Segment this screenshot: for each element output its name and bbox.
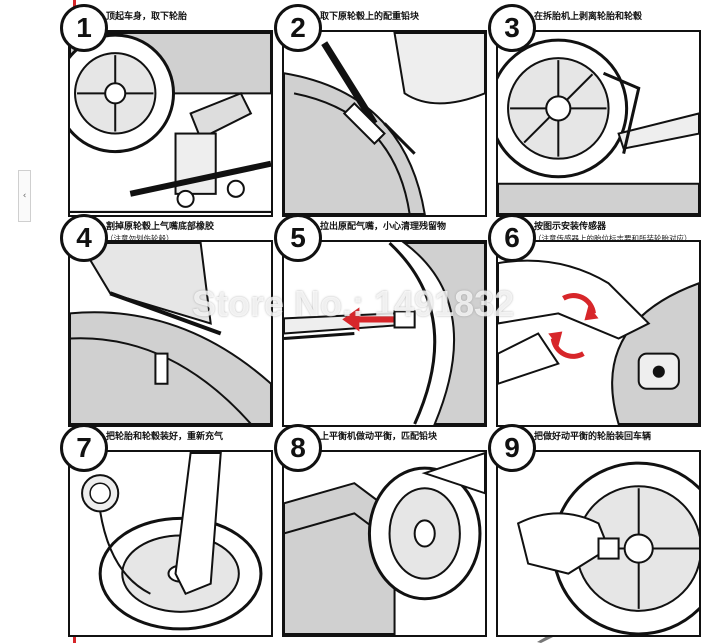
- step-5: 5 拉出原配气嘴，小心清理残留物: [274, 214, 487, 427]
- step-7: 7 把轮胎和轮毂装好，重新充气: [60, 424, 273, 637]
- step-caption: 顶起车身，取下轮胎: [106, 12, 188, 22]
- step-illustration: [68, 240, 273, 427]
- step-number: 5: [274, 214, 322, 262]
- step-subcaption: （注意传感器上的胎位标志要和所装轮胎对应）: [534, 234, 692, 243]
- step-caption: 把轮胎和轮毂装好，重新充气: [106, 432, 224, 442]
- jack-wheel-illustration: [70, 32, 271, 214]
- step-illustration: [282, 240, 487, 427]
- step-number: 6: [488, 214, 536, 262]
- pencil-icon: [537, 635, 553, 643]
- step-number: 9: [488, 424, 536, 472]
- step-number: 2: [274, 4, 322, 52]
- step-caption: 取下原轮毂上的配重铅块: [320, 12, 420, 22]
- step-illustration: [496, 30, 701, 217]
- step-9: 9 把做好动平衡的轮胎装回车辆: [488, 424, 701, 637]
- top-accent-mark: [73, 0, 76, 8]
- wheel-mount-illustration: [498, 453, 699, 635]
- step-subcaption: （注意勿划伤轮毂）: [106, 234, 174, 243]
- step-illustration: [496, 240, 701, 427]
- store-watermark: Store No.: 1491832: [192, 283, 515, 324]
- step-illustration: [68, 450, 273, 637]
- valve-cut-illustration: [70, 242, 271, 425]
- step-caption: 按图示安装传感器: [534, 222, 607, 232]
- step-illustration: [282, 450, 487, 637]
- step-number: 4: [60, 214, 108, 262]
- step-number: 1: [60, 4, 108, 52]
- step-3: 3 在拆胎机上剥离轮胎和轮毂: [488, 4, 701, 217]
- step-illustration: [282, 30, 487, 217]
- step-caption: 拉出原配气嘴，小心清理残留物: [320, 222, 447, 232]
- step-2: 2 取下原轮毂上的配重铅块: [274, 4, 487, 217]
- step-number: 7: [60, 424, 108, 472]
- step-illustration: [496, 450, 701, 637]
- step-caption: 把做好动平衡的轮胎装回车辆: [534, 432, 652, 442]
- step-number: 3: [488, 4, 536, 52]
- step-caption: 在拆胎机上剥离轮胎和轮毂: [534, 12, 643, 22]
- step-illustration: [68, 30, 273, 217]
- inflate-illustration: [70, 452, 271, 634]
- sensor-install-illustration: [498, 243, 699, 425]
- step-caption: 上平衡机做动平衡，匹配铅块: [320, 432, 438, 442]
- side-collapse-tab[interactable]: ‹: [18, 170, 31, 222]
- balance-machine-illustration: [284, 452, 485, 635]
- chevron-left-icon: ‹: [22, 191, 27, 201]
- step-8: 8 上平衡机做动平衡，匹配铅块: [274, 424, 487, 637]
- step-caption: 割掉原轮毂上气嘴底部橡胶: [106, 222, 215, 232]
- weight-removal-illustration: [284, 32, 485, 215]
- valve-pull-illustration: [284, 242, 485, 425]
- step-number: 8: [274, 424, 322, 472]
- tire-changer-illustration: [498, 33, 699, 215]
- step-4: 4 割掉原轮毂上气嘴底部橡胶 （注意勿划伤轮毂）: [60, 214, 273, 427]
- step-6: 6 按图示安装传感器 （注意传感器上的胎位标志要和所装轮胎对应）: [488, 214, 701, 427]
- step-1: 1 顶起车身，取下轮胎: [60, 4, 273, 217]
